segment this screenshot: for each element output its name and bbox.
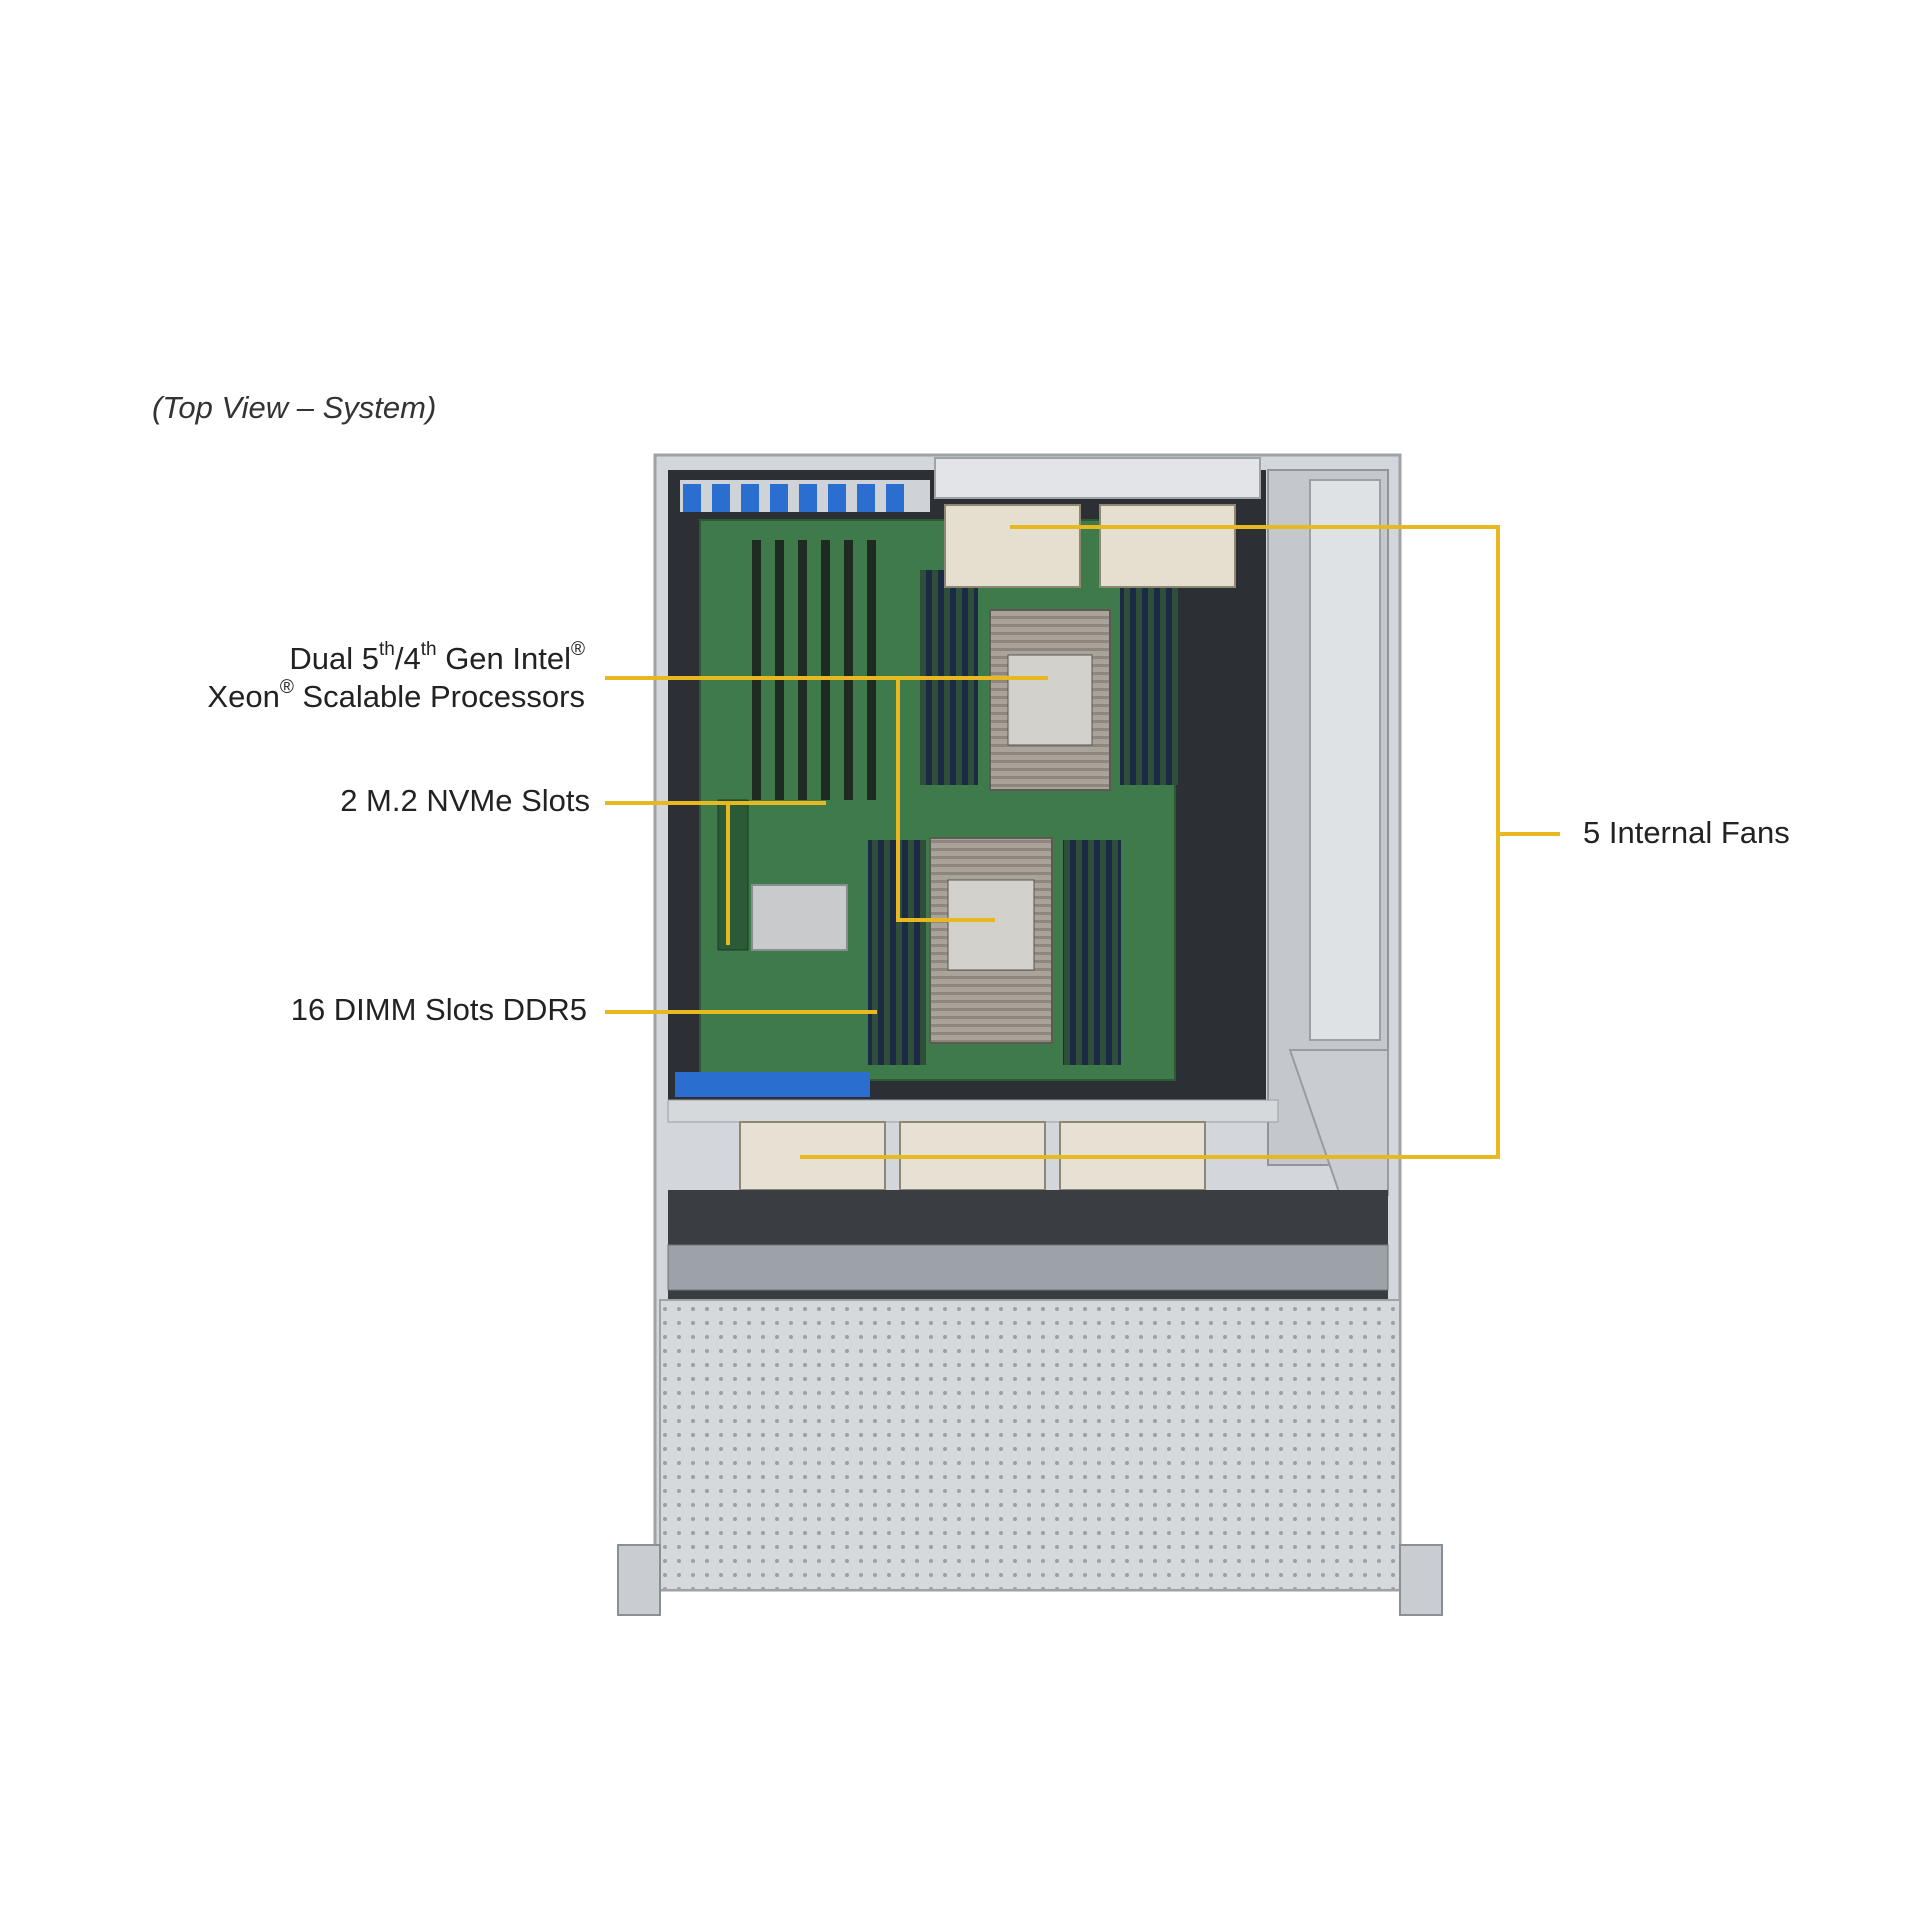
- chipset-heatsink: [751, 884, 848, 951]
- dimm-callout-label: 16 DIMM Slots DDR5: [290, 992, 587, 1027]
- processors-callout-label: Dual 5th/4th Gen Intel® Xeon® Scalable P…: [207, 640, 585, 716]
- backplane: [667, 1244, 1389, 1291]
- pcie-bracket-latches: [680, 480, 930, 512]
- rack-ear-left: [617, 1544, 661, 1616]
- m2-slot: [717, 799, 749, 951]
- rear-fans: [944, 504, 1236, 588]
- processors-leader-line: [896, 678, 995, 922]
- front-cover-panel: [659, 1299, 1401, 1591]
- processors-label-line1: Dual 5th/4th Gen Intel®: [289, 638, 585, 676]
- motherboard: [699, 519, 1178, 1081]
- view-caption: (Top View – System): [152, 390, 437, 425]
- mid-fan-wall: [667, 1099, 1279, 1191]
- fans-callout-label: 5 Internal Fans: [1583, 815, 1790, 850]
- nvme-callout-label: 2 M.2 NVMe Slots: [340, 783, 590, 818]
- cpu-heatsink: [989, 609, 1111, 791]
- processors-label-line2: Xeon® Scalable Processors: [207, 676, 585, 714]
- callout-lines: [605, 525, 1560, 1159]
- cpu-heatsink: [929, 837, 1053, 1044]
- pcie-slots: [752, 540, 876, 800]
- dimm-bank: [1063, 840, 1121, 1065]
- fans-leader-line: [800, 525, 1500, 1159]
- dimm-bank: [1120, 570, 1178, 785]
- rack-ear-right: [1399, 1544, 1443, 1616]
- front-blue-latches: [675, 1072, 870, 1097]
